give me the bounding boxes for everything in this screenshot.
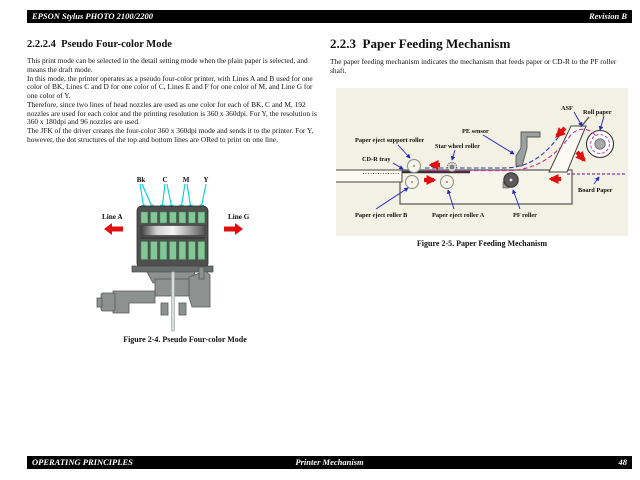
carriage-assembly <box>96 266 211 332</box>
page-header: EPSON Stylus PHOTO 2100/2200 Revision B <box>27 10 632 23</box>
paper-eject-support-roller <box>407 159 421 173</box>
ink-label-m: M <box>183 176 190 184</box>
paper-eject-roller-a <box>440 175 454 189</box>
left-column: 2.2.2.4 Pseudo Four-color Mode This prin… <box>27 39 321 145</box>
paper-eject-roller-b <box>405 175 419 189</box>
label-asf: ASF <box>561 105 573 112</box>
pf-roller <box>502 172 519 189</box>
header-title: EPSON Stylus PHOTO 2100/2200 <box>32 11 153 21</box>
footer-chapter: Printer Mechanism <box>295 457 364 467</box>
star-wheel-roller <box>446 161 458 173</box>
label-paper-eject-roller-a: Paper eject roller A <box>432 212 485 219</box>
red-arrow-right <box>224 223 243 235</box>
paragraph: The JFK of the driver creates the four-c… <box>27 126 314 144</box>
figure-2-4-caption: Figure 2-4. Pseudo Four-color Mode <box>123 335 247 344</box>
ink-pointer-arrows <box>139 183 207 210</box>
cdr-tray <box>336 169 403 183</box>
label-paper-eject-roller-b: Paper eject roller B <box>355 212 408 219</box>
ink-label-bk: Bk <box>137 176 146 184</box>
page-footer: OPERATING PRINCIPLES Printer Mechanism 4… <box>27 456 632 469</box>
red-arrow-left <box>104 223 123 235</box>
footer-section: OPERATING PRINCIPLES <box>32 457 133 467</box>
label-pe-sensor: PE sensor <box>462 128 489 135</box>
print-head <box>131 205 214 273</box>
figure-2-5-caption: Figure 2-5. Paper Feeding Mechanism <box>416 239 548 248</box>
roll-paper <box>585 129 615 159</box>
label-roll-paper: Roll paper <box>583 109 612 116</box>
asf-hopper <box>548 116 590 173</box>
pseudo-four-color-body: This print mode can be selected in the d… <box>27 56 321 145</box>
label-pf-roller: PF roller <box>513 212 537 219</box>
label-cdr-tray: CD-R tray <box>362 156 391 163</box>
right-column: 2.2.3 Paper Feeding Mechanism The paper … <box>330 36 628 76</box>
figure-pseudo-four-color-diagram: Bk C M Y <box>96 176 250 332</box>
ink-label-y: Y <box>203 176 208 184</box>
figure-paper-feeding-diagram: Paper eject support roller Star wheel ro… <box>336 88 628 236</box>
paragraph: This print mode can be selected in the d… <box>27 56 308 74</box>
header-revision: Revision B <box>588 11 627 21</box>
paragraph: Therefore, since two lines of head nozzl… <box>27 99 317 127</box>
label-paper-eject-support-roller: Paper eject support roller <box>355 137 424 144</box>
line-a-label: Line A <box>102 213 123 221</box>
paragraph: The paper feeding mechanism indicates th… <box>330 57 617 75</box>
section-heading-paper-feeding: 2.2.3 Paper Feeding Mechanism <box>330 36 511 51</box>
label-board-paper: Board Paper <box>578 187 613 194</box>
feed-direction-arrows <box>424 126 586 186</box>
label-pointer-arrows <box>375 111 605 210</box>
label-star-wheel-roller: Star wheel roller <box>435 143 480 150</box>
paper-feeding-body: The paper feeding mechanism indicates th… <box>330 57 628 76</box>
printer-body-outline <box>399 169 573 205</box>
pe-sensor-lever <box>515 131 541 167</box>
paper-path-lines <box>425 128 625 175</box>
ink-label-c: C <box>162 176 167 184</box>
paragraph: In this mode, the printer operates as a … <box>27 73 313 100</box>
footer-page-number: 48 <box>618 457 628 467</box>
line-g-label: Line G <box>228 213 250 221</box>
section-heading-pseudo-four-color: 2.2.2.4 Pseudo Four-color Mode <box>27 39 172 50</box>
